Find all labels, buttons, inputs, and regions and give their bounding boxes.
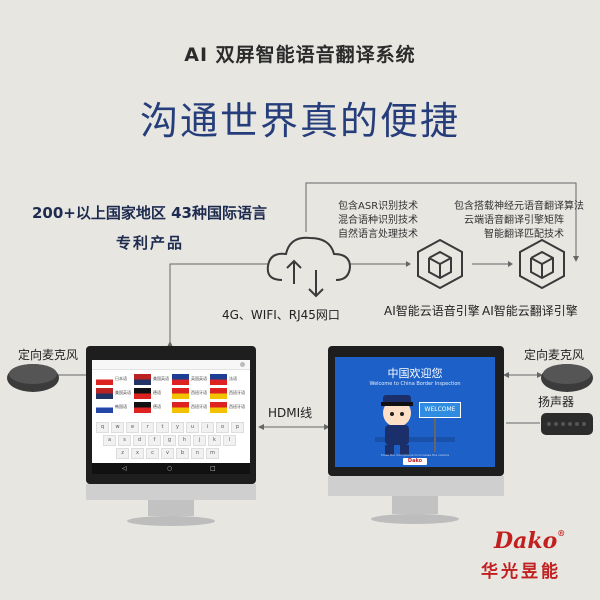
flag-icon[interactable]	[96, 402, 113, 413]
keyboard-key[interactable]: p	[231, 422, 244, 433]
language-label: 美国英语	[153, 376, 169, 381]
engine-feature-list: 包含搭载神经元语音翻译算法 云端语音翻译引擎矩阵 智能翻译匹配技术	[454, 200, 584, 242]
flag-icon[interactable]	[172, 374, 189, 385]
flag-icon[interactable]	[134, 388, 151, 399]
engine-feature-item: 包含搭载神经元语音翻译算法	[454, 201, 584, 212]
language-label: 英国英语	[191, 376, 207, 381]
keyboard-key[interactable]: f	[148, 435, 161, 446]
home-icon[interactable]: ○	[167, 465, 173, 472]
claim-countries-languages: 200+以上国家地区 43种国际语言	[32, 204, 267, 222]
keyboard-key[interactable]: d	[133, 435, 146, 446]
flag-icon[interactable]	[96, 374, 113, 385]
back-icon[interactable]: ◁	[122, 465, 127, 472]
language-label: 韩国语	[115, 404, 127, 409]
keyboard-key[interactable]: u	[186, 422, 199, 433]
keyboard-key[interactable]: a	[103, 435, 116, 446]
keyboard-key[interactable]: j	[193, 435, 206, 446]
keyboard-key[interactable]: z	[116, 448, 129, 459]
flag-icon[interactable]	[210, 374, 227, 385]
flag-icon[interactable]	[96, 388, 113, 399]
language-label: 西班牙语	[191, 404, 207, 409]
cloud-feature-list: 包含ASR识别技术 混合语种识别技术 自然语言处理技术	[338, 200, 418, 242]
cloud-feature-item: 包含ASR识别技术	[338, 201, 419, 212]
keyboard-key[interactable]: e	[126, 422, 139, 433]
language-label: 美国英语	[115, 390, 131, 395]
officer-icon	[375, 395, 455, 455]
speech-engine-label: AI智能云语音引擎	[384, 304, 480, 318]
brand-name: Dako	[494, 528, 558, 554]
android-nav-bar: ◁ ○ □	[92, 463, 250, 474]
registered-mark: ®	[557, 528, 566, 538]
keyboard-key[interactable]: y	[171, 422, 184, 433]
keyboard-key[interactable]: x	[131, 448, 144, 459]
engine-feature-item: 云端语音翻译引擎矩阵	[464, 215, 564, 226]
slogan: 沟通世界真的便捷	[139, 99, 460, 143]
keyboard-key[interactable]: l	[223, 435, 236, 446]
keyboard-key[interactable]: s	[118, 435, 131, 446]
language-label: 西班牙语	[229, 390, 245, 395]
brand-name-cn: 华光昱能	[481, 562, 561, 582]
page-title: AI 双屏智能语音翻译系统	[184, 44, 416, 66]
brand-logo: Dako®	[494, 528, 565, 554]
welcome-cn: 中国欢迎您	[387, 367, 443, 380]
language-label: 日本语	[115, 376, 127, 381]
mic-left-label: 定向麦克风	[18, 348, 79, 362]
cloud-feature-item: 混合语种识别技术	[338, 215, 418, 226]
pc-screen-logo: Dako	[403, 458, 427, 465]
mic-icon[interactable]	[240, 362, 245, 367]
language-label: 法语	[229, 376, 237, 381]
keyboard-key[interactable]: v	[161, 448, 174, 459]
flag-icon[interactable]	[210, 388, 227, 399]
welcome-en: Welcome to China Border Inspection	[369, 381, 461, 387]
keyboard-key[interactable]: t	[156, 422, 169, 433]
hdmi-label: HDMI线	[268, 406, 313, 420]
pc-screen: 中国欢迎您 Welcome to China Border Inspection…	[335, 357, 495, 467]
keyboard-key[interactable]: n	[191, 448, 204, 459]
keyboard-key[interactable]: b	[176, 448, 189, 459]
keyboard-key[interactable]: i	[201, 422, 214, 433]
flag-icon[interactable]	[172, 402, 189, 413]
network-label: 4G、WIFI、RJ45网口	[222, 308, 340, 322]
language-label: 西班牙语	[191, 390, 207, 395]
translate-engine-label: AI智能云翻译引擎	[482, 304, 578, 318]
pc-footer-text: Close the microphone to increase the vol…	[380, 453, 450, 457]
tablet-screen[interactable]: 日本语美国英语英国英语法语美国英语德语西班牙语西班牙语韩国语德语西班牙语西班牙语…	[92, 360, 250, 474]
flag-icon[interactable]	[210, 402, 227, 413]
language-label: 德语	[153, 404, 161, 409]
recents-icon[interactable]: □	[210, 465, 216, 472]
language-label: 德语	[153, 390, 161, 395]
keyboard-key[interactable]: g	[163, 435, 176, 446]
speaker-label: 扬声器	[538, 395, 575, 409]
language-label: 西班牙语	[229, 404, 245, 409]
keyboard-key[interactable]: o	[216, 422, 229, 433]
keyboard-key[interactable]: h	[178, 435, 191, 446]
flag-icon[interactable]	[134, 374, 151, 385]
flag-icon[interactable]	[172, 388, 189, 399]
tablet-search-bar[interactable]	[92, 360, 250, 370]
keyboard-key[interactable]: c	[146, 448, 159, 459]
claim-patent: 专利产品	[116, 234, 185, 252]
engine-feature-item: 智能翻译匹配技术	[484, 229, 564, 240]
keyboard-key[interactable]: r	[141, 422, 154, 433]
cloud-feature-item: 自然语言处理技术	[338, 229, 418, 240]
keyboard-key[interactable]: q	[96, 422, 109, 433]
flag-icon[interactable]	[134, 402, 151, 413]
keyboard-key[interactable]: k	[208, 435, 221, 446]
keyboard-key[interactable]: m	[206, 448, 219, 459]
welcome-sign: WELCOME	[419, 402, 461, 418]
mic-right-label: 定向麦克风	[524, 348, 585, 362]
keyboard-key[interactable]: w	[111, 422, 124, 433]
